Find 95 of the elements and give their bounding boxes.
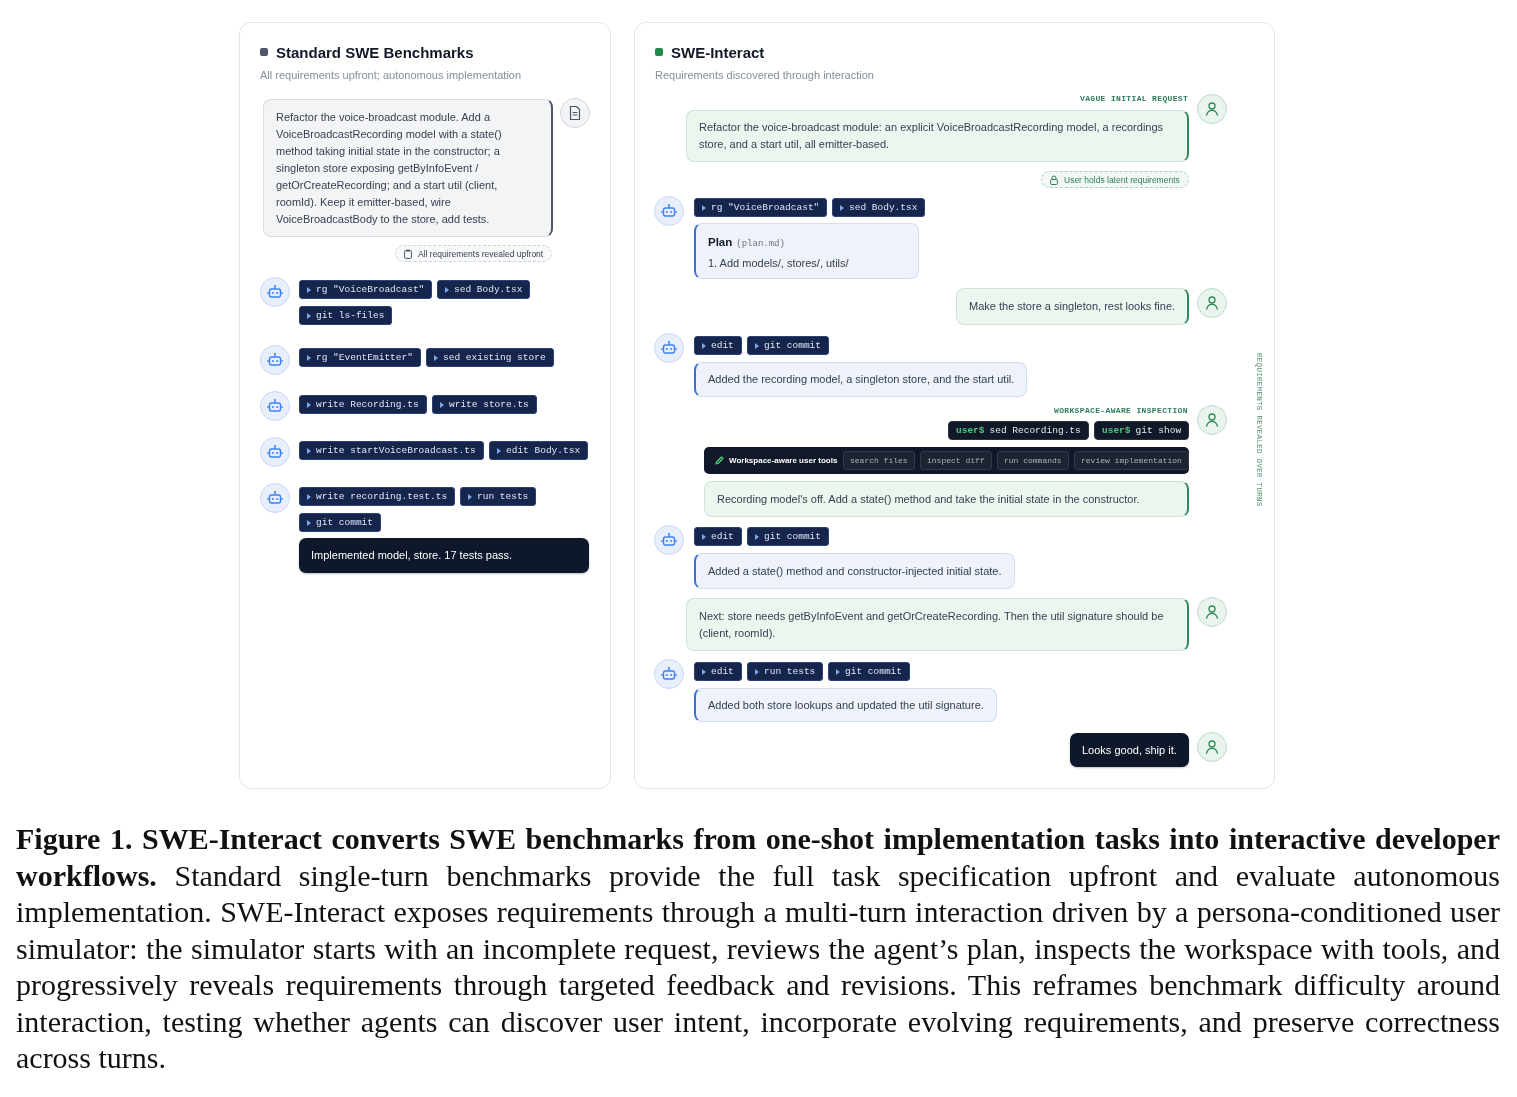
command-text: git show bbox=[1135, 425, 1182, 436]
message-text: Added both store lookups and updated the util signature. bbox=[708, 697, 984, 713]
command-chip bbox=[299, 395, 427, 414]
message-text: Make the store a singleton, rest looks fine. bbox=[969, 299, 1176, 314]
message-bubble bbox=[694, 553, 1015, 589]
command-text: run tests bbox=[764, 666, 816, 677]
tool-chip bbox=[843, 451, 915, 470]
command-chip bbox=[460, 487, 537, 506]
message-text: Looks good, ship it. bbox=[1082, 742, 1177, 758]
message-bubble bbox=[686, 598, 1189, 651]
command-chip bbox=[828, 662, 910, 681]
message-text: Refactor the voice-broadcast module. Add a VoiceBroadcastRecording model with a state() method taking initial state in the constructor; a singleton store exposing getByInfoEvent / getOrCreateRecording; and a start util (client, roomId). Keep it emitter-based, wire VoiceBroadcastBody to the store, add tests. bbox=[276, 109, 503, 227]
panel-title: Standard SWE Benchmarks bbox=[276, 43, 474, 63]
command-chip bbox=[694, 336, 742, 355]
figure-caption: Figure 1. SWE-Interact converts SWE benchmarks from one-shot implementation tasks into interactive developer workflows. Standard single-turn benchmarks provide the full task specification upfront and evaluate autonomous implementation. SWE-Interact exposes requirements through a multi-turn interaction driven by a persona-conditioned user simulator: the simulator starts with an incomplete request, reviews the agent’s plan, inspects the workspace with tools, and progressively reveals requirements through targeted feedback and revisions. This reframes benchmark difficulty around interaction, testing whether agents can discover user intent, incorporate evolving requirements, and preserve correctness across turns. bbox=[16, 821, 1500, 1076]
message-text: Refactor the voice-broadcast module: an explicit VoiceBroadcastRecording model, a recordings store, and a start util, all emitter-based. bbox=[699, 120, 1165, 152]
command-text: rg "VoiceBroadcast" bbox=[711, 202, 820, 213]
command-chip bbox=[832, 198, 926, 217]
command-text: sed existing store bbox=[443, 352, 546, 363]
command-chip bbox=[948, 421, 1089, 440]
panel-card bbox=[239, 22, 611, 789]
section-label: WORKSPACE-AWARE INSPECTION bbox=[1054, 406, 1188, 416]
command-chip bbox=[489, 441, 589, 460]
tool-text: inspect diff bbox=[927, 456, 985, 465]
message-text: Added the recording model, a singleton store, and the start util. bbox=[708, 372, 1015, 387]
command-text: write recording.test.ts bbox=[316, 491, 448, 502]
tool-text: run commands bbox=[1004, 456, 1062, 465]
command-text: sed Body.tsx bbox=[454, 284, 523, 295]
command-text: rg "VoiceBroadcast" bbox=[316, 284, 425, 295]
command-chip bbox=[694, 527, 742, 546]
message-text: Implemented model, store. 17 tests pass. bbox=[311, 548, 513, 563]
panel-subtitle: Requirements discovered through interaction bbox=[655, 68, 874, 82]
command-text: write store.ts bbox=[449, 399, 529, 410]
panel-title: SWE-Interact bbox=[671, 43, 765, 63]
tools-title: Workspace-aware user tools bbox=[729, 456, 838, 465]
tool-chip bbox=[1074, 451, 1189, 470]
plan-card bbox=[694, 223, 919, 279]
command-chip bbox=[299, 487, 456, 506]
tool-chip bbox=[920, 451, 992, 470]
section-label: VAGUE INITIAL REQUEST bbox=[1080, 94, 1189, 104]
message-text: Next: store needs getByInfoEvent and getOrCreateRecording. Then the util signature should be (client, roomId). bbox=[699, 608, 1165, 641]
message-bubble bbox=[686, 110, 1189, 162]
command-text: edit Body.tsx bbox=[506, 445, 581, 456]
plan-title: Plan bbox=[708, 236, 733, 248]
command-text: sed Body.tsx bbox=[849, 202, 918, 213]
command-text: edit bbox=[711, 340, 734, 351]
status-pill bbox=[1041, 171, 1189, 188]
message-bubble bbox=[299, 538, 589, 573]
command-text: git commit bbox=[316, 517, 373, 528]
command-chip bbox=[747, 336, 829, 355]
file-name: (plan.md) bbox=[736, 239, 785, 249]
command-chip bbox=[1094, 421, 1190, 440]
command-chip bbox=[747, 527, 829, 546]
command-text: run tests bbox=[477, 491, 529, 502]
command-chip bbox=[299, 280, 433, 299]
command-chip bbox=[694, 662, 742, 681]
command-text: git commit bbox=[764, 531, 821, 542]
command-chip bbox=[437, 280, 531, 299]
status-pill bbox=[395, 245, 553, 262]
command-chip bbox=[299, 348, 421, 367]
command-text: git commit bbox=[764, 340, 821, 351]
message-bubble bbox=[694, 362, 1028, 397]
shell-prompt: user$ bbox=[1102, 425, 1131, 436]
message-bubble bbox=[956, 288, 1190, 325]
tool-text: search files bbox=[850, 456, 908, 465]
command-text: rg "EventEmitter" bbox=[316, 352, 413, 363]
command-text: edit bbox=[711, 531, 734, 542]
command-chip bbox=[432, 395, 537, 414]
status-text: User holds latent requirements bbox=[1064, 174, 1180, 185]
panel-card bbox=[634, 22, 1275, 789]
message-bubble bbox=[694, 688, 997, 722]
command-text: git ls-files bbox=[316, 310, 385, 321]
message-bubble bbox=[1070, 733, 1189, 767]
tools-bar bbox=[704, 447, 1189, 474]
command-text: sed Recording.ts bbox=[989, 425, 1081, 436]
tool-text: review implementation bbox=[1081, 456, 1182, 465]
command-chip bbox=[747, 662, 824, 681]
plan-step: 1. Add models/, stores/, utils/ bbox=[708, 256, 906, 271]
command-chip bbox=[426, 348, 554, 367]
command-chip bbox=[299, 513, 381, 532]
tool-chip bbox=[997, 451, 1069, 470]
command-chip bbox=[299, 441, 484, 460]
panel-subtitle: All requirements upfront; autonomous implementation bbox=[260, 68, 522, 82]
message-bubble bbox=[263, 99, 553, 237]
command-text: write startVoiceBroadcast.ts bbox=[316, 445, 476, 456]
command-chip bbox=[299, 306, 393, 325]
command-text: edit bbox=[711, 666, 734, 677]
command-chip bbox=[694, 198, 828, 217]
shell-prompt: user$ bbox=[956, 425, 985, 436]
status-text: All requirements revealed upfront bbox=[418, 248, 544, 259]
message-text: Recording model's off. Add a state() method and take the initial state in the constructor. bbox=[717, 491, 1140, 507]
message-bubble bbox=[704, 481, 1189, 517]
command-text: write Recording.ts bbox=[316, 399, 419, 410]
command-text: git commit bbox=[845, 666, 902, 677]
message-text: Added a state() method and constructor-injected initial state. bbox=[708, 563, 1002, 579]
